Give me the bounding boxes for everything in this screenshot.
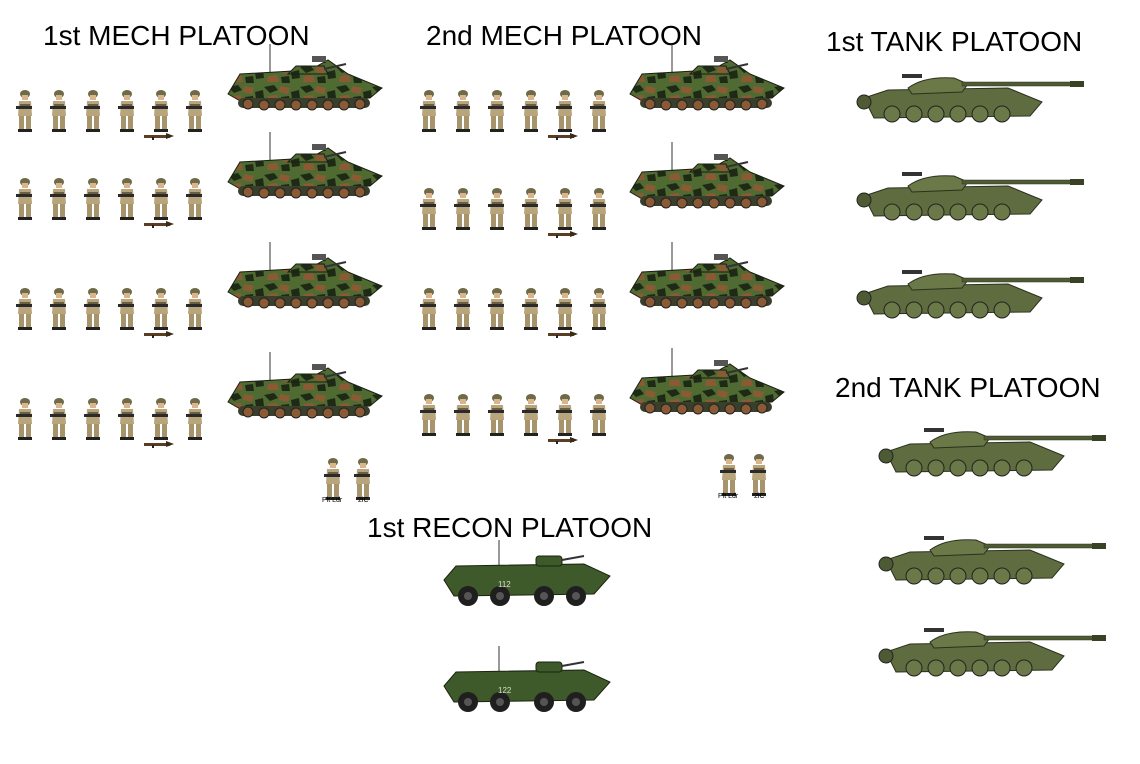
infantry-soldier	[84, 90, 100, 132]
infantry-soldier	[590, 288, 606, 330]
infantry-soldier	[590, 90, 606, 132]
btr-apc-shape	[443, 539, 611, 607]
rpg-launcher	[548, 231, 578, 238]
infantry-soldier	[420, 188, 436, 230]
infantry-soldier	[590, 394, 606, 436]
leaders-mech-2: Plt Ldr 2iC	[716, 452, 776, 504]
title-2nd-mech-platoon: 2nd MECH PLATOON	[426, 20, 702, 51]
plt-ldr-label: Plt Ldr	[322, 497, 343, 504]
rpg-launcher	[144, 331, 174, 338]
title-2nd-tank-platoon: 2nd TANK PLATOON	[835, 372, 1101, 403]
second-in-command-soldier	[750, 454, 766, 496]
leaders-mech-1: Plt Ldr 2iC	[320, 456, 380, 508]
infantry-soldier	[556, 288, 572, 330]
infantry-soldier	[118, 398, 134, 440]
infantry-soldier	[454, 90, 470, 132]
infantry-soldier	[50, 288, 66, 330]
ifv-vehicle	[227, 43, 383, 111]
infantry-soldier	[420, 90, 436, 132]
infantry-soldier	[186, 178, 202, 220]
infantry-soldier	[152, 398, 168, 440]
infantry-soldier	[488, 188, 504, 230]
infantry-soldier	[118, 288, 134, 330]
infantry-soldier	[454, 288, 470, 330]
plt-ldr-label: Plt Ldr	[718, 493, 739, 500]
infantry-soldier	[522, 288, 538, 330]
infantry-soldier	[420, 394, 436, 436]
ifv-vehicle	[227, 241, 383, 309]
rpg-launcher	[548, 437, 578, 444]
leader-soldier	[324, 458, 340, 500]
rpg-launcher	[144, 441, 174, 448]
infantry-soldier	[488, 288, 504, 330]
main-battle-tank	[878, 627, 1107, 677]
title-1st-tank-platoon: 1st TANK PLATOON	[826, 26, 1083, 57]
infantry-soldier	[488, 394, 504, 436]
main-battle-tank	[878, 535, 1107, 585]
infantry-soldier	[556, 394, 572, 436]
infantry-soldier	[556, 188, 572, 230]
second-in-command-soldier	[354, 458, 370, 500]
btr-apc-shape	[443, 645, 611, 713]
rpg-launcher	[144, 221, 174, 228]
recon-apc: 122	[443, 645, 614, 716]
infantry-soldier	[50, 398, 66, 440]
infantry-soldier	[522, 90, 538, 132]
infantry-soldier	[186, 288, 202, 330]
infantry-soldier	[50, 90, 66, 132]
infantry-soldier	[50, 178, 66, 220]
2ic-label: 2iC	[358, 497, 369, 504]
title-1st-mech-platoon: 1st MECH PLATOON	[43, 20, 310, 51]
infantry-soldier	[118, 90, 134, 132]
ifv-vehicle	[227, 351, 383, 419]
infantry-soldier	[420, 288, 436, 330]
title-1st-recon-platoon: 1st RECON PLATOON	[367, 512, 653, 543]
infantry-soldier	[522, 188, 538, 230]
ifv-vehicle	[629, 43, 785, 111]
infantry-soldier	[590, 188, 606, 230]
rpg-launcher	[548, 331, 578, 338]
infantry-soldier	[152, 90, 168, 132]
infantry-soldier	[84, 178, 100, 220]
infantry-soldier	[152, 178, 168, 220]
infantry-soldier	[16, 90, 32, 132]
recon-apc: 112	[443, 539, 614, 610]
main-battle-tank	[856, 73, 1085, 123]
main-battle-tank	[856, 269, 1085, 319]
infantry-soldier	[186, 90, 202, 132]
ifv-vehicle	[629, 347, 785, 415]
infantry-soldier	[488, 90, 504, 132]
infantry-soldier	[16, 398, 32, 440]
ifv-vehicle	[629, 241, 785, 309]
infantry-soldier	[454, 188, 470, 230]
main-battle-tank	[856, 171, 1085, 221]
2ic-label: 2iC	[754, 493, 765, 500]
infantry-soldier	[186, 398, 202, 440]
leader-soldier	[720, 454, 736, 496]
infantry-soldier	[16, 288, 32, 330]
infantry-soldier	[84, 398, 100, 440]
infantry-soldier	[152, 288, 168, 330]
infantry-soldier	[454, 394, 470, 436]
infantry-soldier	[84, 288, 100, 330]
rpg-launcher	[548, 133, 578, 140]
hull-number: 122	[498, 686, 512, 695]
infantry-soldier	[118, 178, 134, 220]
infantry-soldier	[16, 178, 32, 220]
infantry-soldier	[556, 90, 572, 132]
ifv-vehicle	[227, 131, 383, 199]
main-battle-tank	[878, 427, 1107, 477]
hull-number: 112	[498, 580, 511, 589]
ifv-vehicle	[629, 141, 785, 209]
infantry-soldier	[522, 394, 538, 436]
rpg-launcher	[144, 133, 174, 140]
